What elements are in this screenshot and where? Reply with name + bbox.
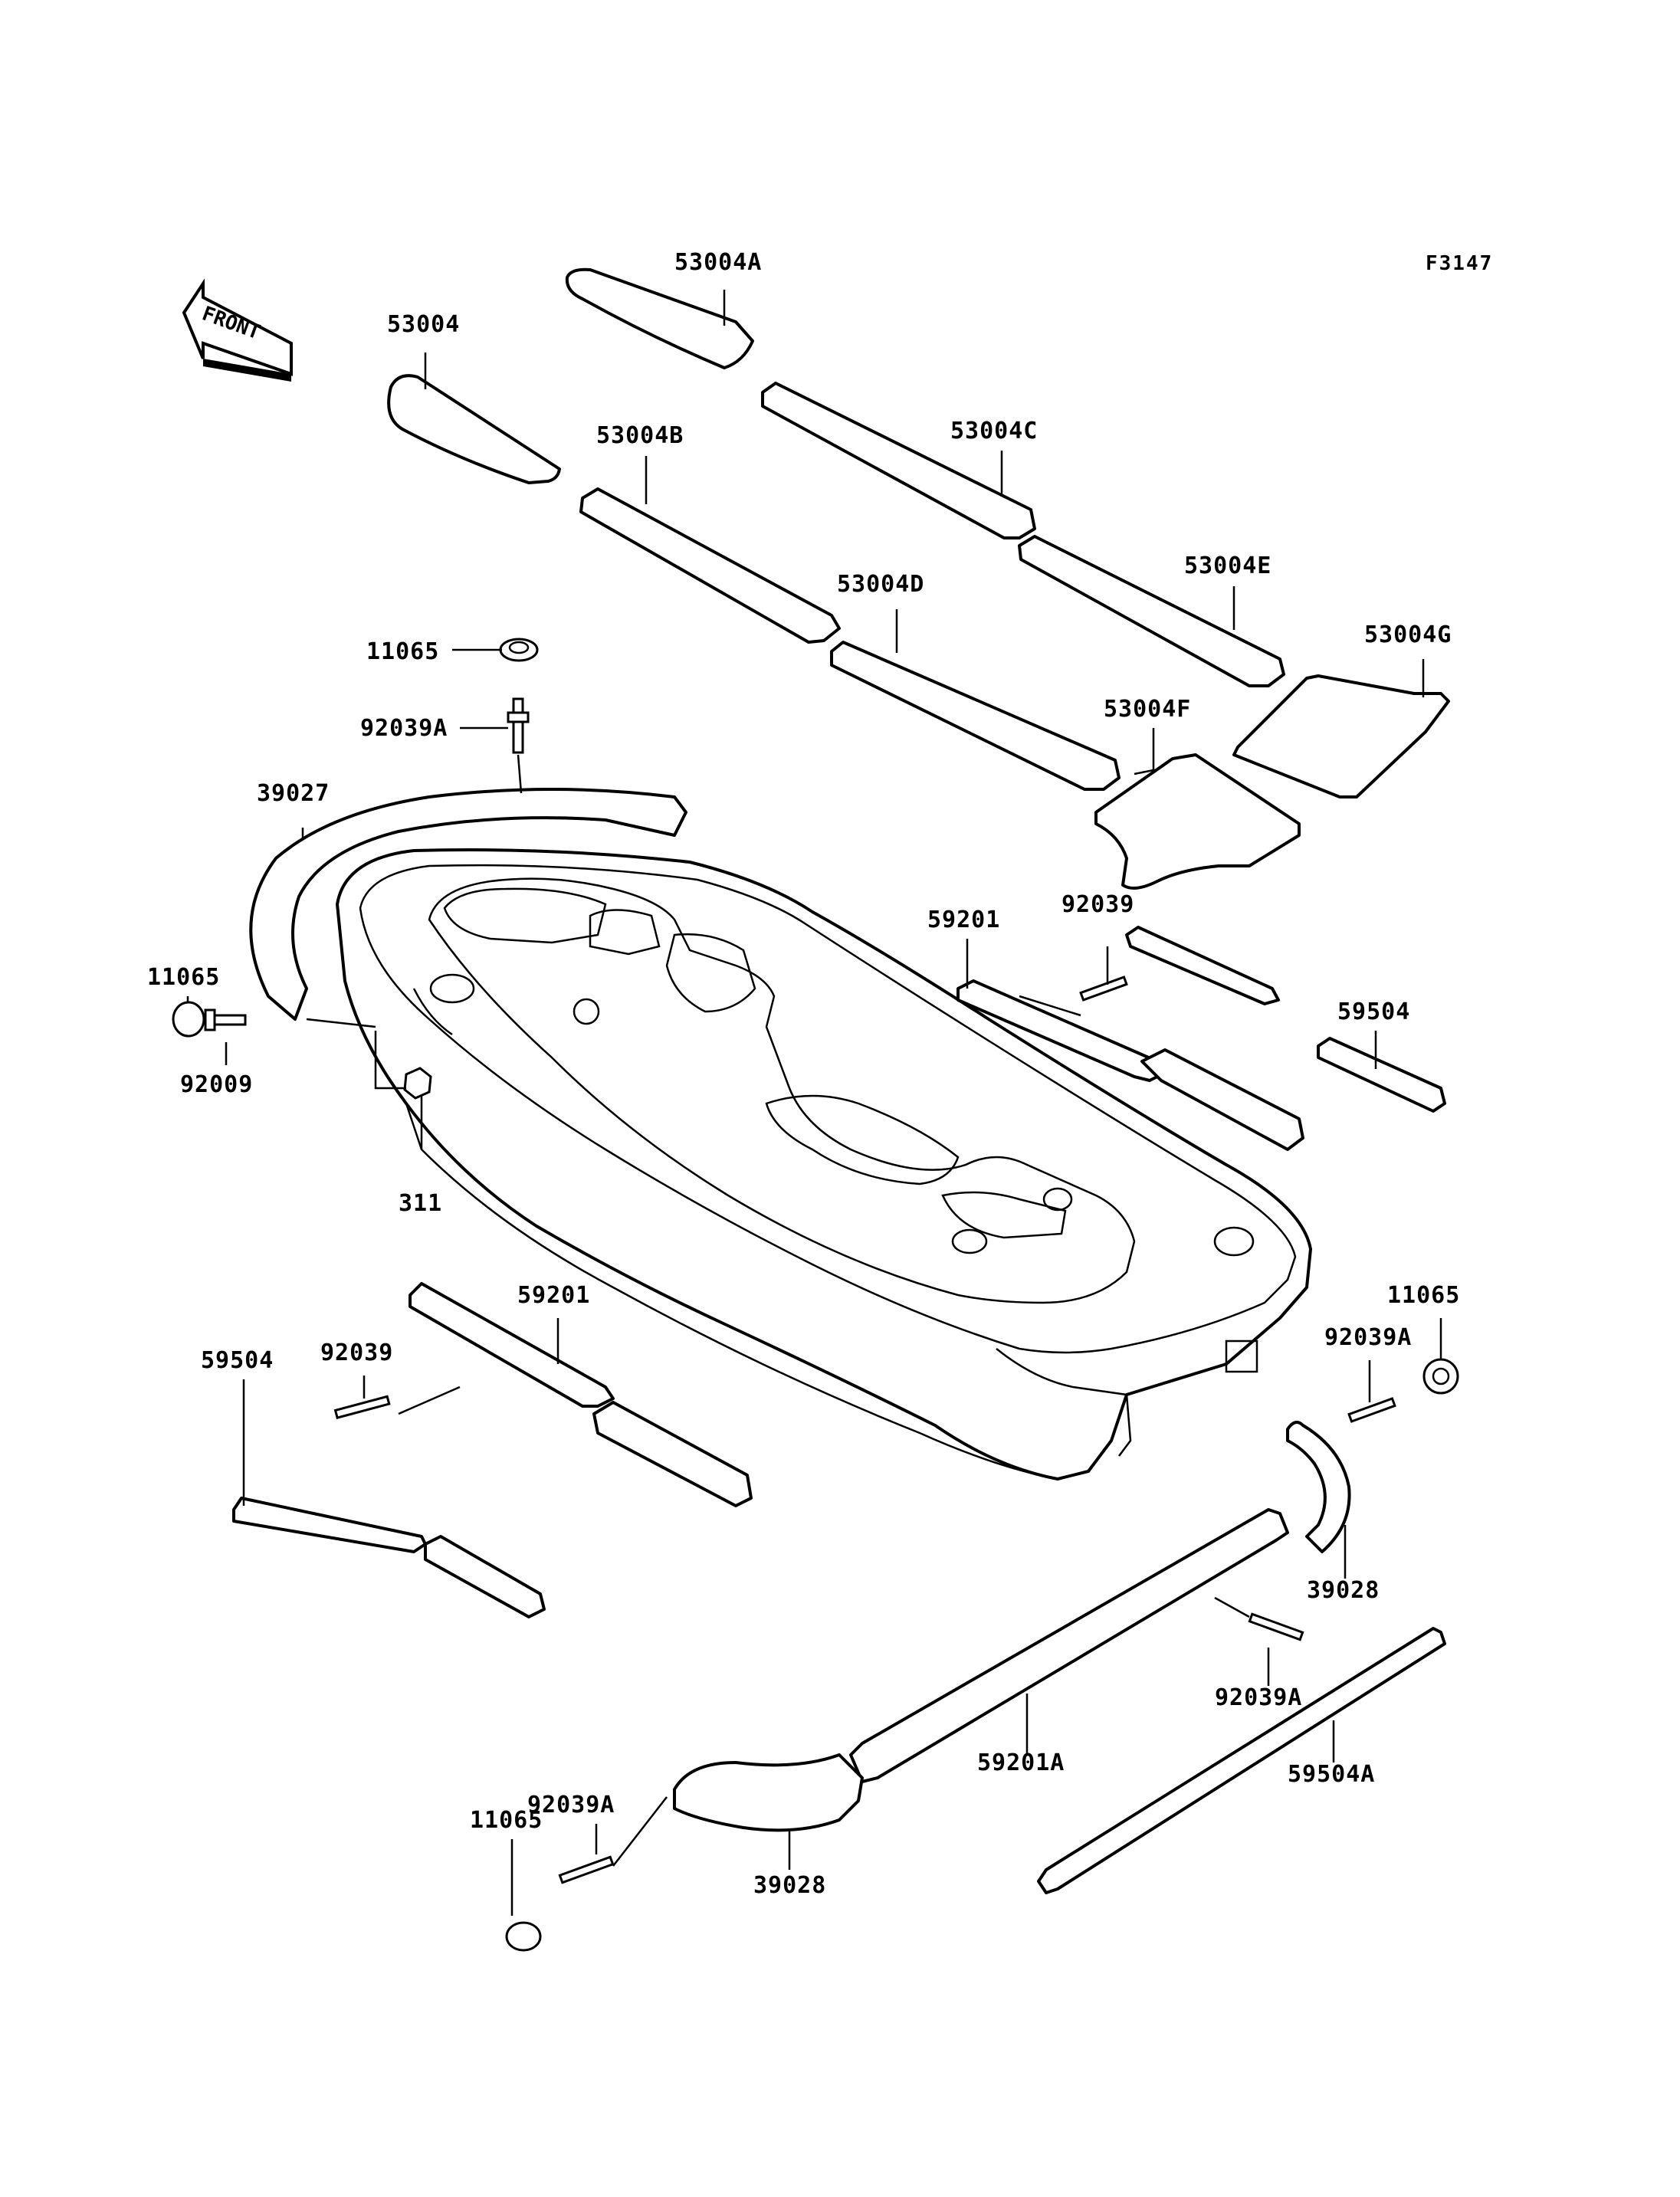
mat-53004b — [579, 487, 841, 644]
label-39028-bottom: 39028 — [753, 1872, 826, 1899]
label-92039a-right: 92039A — [1324, 1324, 1412, 1351]
label-92039a-lowright: 92039A — [1215, 1684, 1302, 1711]
label-92039-left: 92039 — [320, 1340, 393, 1366]
cap-11065-left — [172, 1001, 205, 1038]
label-59201-left: 59201 — [517, 1282, 590, 1309]
label-11065-top: 11065 — [366, 638, 439, 665]
label-59201-right: 59201 — [927, 907, 1000, 933]
mat-53004c — [761, 382, 1036, 539]
mat-53004 — [387, 374, 561, 484]
label-11065-left: 11065 — [147, 964, 220, 991]
rivet-92039a-top — [507, 697, 530, 754]
label-53004a: 53004A — [674, 249, 762, 276]
rail-59504-right — [1125, 926, 1446, 1113]
label-59201a: 59201A — [977, 1749, 1065, 1776]
rivet-92039a-lowright — [1248, 1612, 1304, 1641]
rivet-92039a-bottom — [558, 1855, 615, 1884]
label-92009: 92009 — [180, 1071, 253, 1098]
label-11065-bottom: 11065 — [470, 1807, 543, 1834]
rail-59504-left — [232, 1497, 546, 1618]
label-59504a: 59504A — [1288, 1761, 1375, 1788]
cap-11065-top — [499, 638, 539, 662]
label-311: 311 — [399, 1190, 442, 1217]
screw-92009 — [204, 1008, 247, 1031]
mat-53004d — [830, 641, 1121, 791]
mat-53004f — [1094, 753, 1301, 890]
mat-53004a — [565, 267, 754, 369]
label-92039-right: 92039 — [1061, 891, 1134, 918]
jet-ski-hull — [336, 848, 1312, 1481]
rail-59504a — [1037, 1627, 1446, 1894]
rivet-92039a-right — [1347, 1397, 1396, 1423]
label-39028-right: 39028 — [1307, 1577, 1380, 1604]
label-11065-right: 11065 — [1387, 1282, 1460, 1309]
rivet-92039-left — [333, 1395, 391, 1419]
bumper-39028-bottom — [673, 1753, 864, 1832]
front-arrow-icon: FRONT — [182, 278, 293, 382]
label-53004c: 53004C — [950, 418, 1038, 444]
mat-53004g — [1232, 674, 1450, 798]
leader-lines — [186, 290, 1442, 1916]
rivet-92039-right — [1079, 976, 1128, 1002]
label-59504-left: 59504 — [201, 1347, 274, 1374]
label-53004e: 53004E — [1184, 553, 1271, 579]
label-39027: 39027 — [257, 780, 330, 807]
label-53004d: 53004D — [837, 571, 924, 598]
mat-53004e — [1018, 535, 1285, 687]
label-53004b: 53004B — [596, 422, 684, 449]
label-59504-right: 59504 — [1337, 998, 1410, 1025]
label-53004g: 53004G — [1364, 621, 1452, 648]
label-53004: 53004 — [387, 311, 460, 338]
label-53004f: 53004F — [1104, 696, 1191, 723]
cap-11065-bottom — [505, 1921, 542, 1952]
rail-59201a — [849, 1508, 1289, 1783]
rail-59201-right — [956, 979, 1304, 1151]
label-92039a-top: 92039A — [360, 715, 448, 742]
rail-59201-left — [409, 1282, 753, 1507]
cap-11065-right — [1422, 1358, 1459, 1395]
figure-code: F3147 — [1426, 252, 1493, 275]
label-92039a-bottom: 92039A — [527, 1792, 615, 1818]
nut-311 — [403, 1067, 432, 1100]
bumper-39027 — [249, 788, 687, 1021]
bumper-39028-right — [1286, 1421, 1351, 1553]
